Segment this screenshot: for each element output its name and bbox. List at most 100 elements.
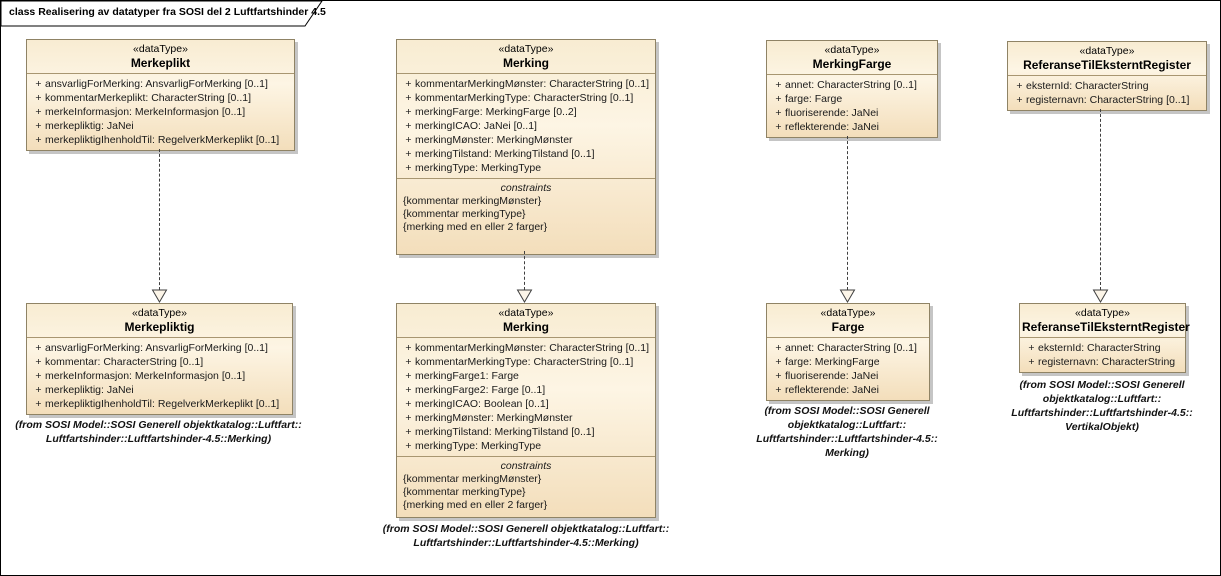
attribute-row: +merkepliktigIhenholdTil: RegelverkMerke…	[27, 397, 292, 411]
caption-line: (from SOSI Model::SOSI Generell objektka…	[382, 523, 670, 535]
attribute-row: +reflekterende: JaNei	[767, 120, 937, 134]
constraint-text: {merking med en eller 2 farger}	[403, 221, 548, 233]
class-header: «dataType» ReferanseTilEksterntRegister	[1020, 304, 1190, 337]
class-header: «dataType» Merking	[397, 304, 655, 337]
class-header: «dataType» Farge	[767, 304, 929, 337]
caption-line: Luftfartshinder::Luftfartshinder-4.5::Me…	[45, 433, 272, 445]
caption-line: (from SOSI Model::SOSI Generell objektka…	[15, 419, 302, 431]
attribute-text: fluoriserende: JaNei	[785, 107, 879, 119]
visibility-plus: +	[405, 148, 412, 160]
class-box-farge[interactable]: «dataType» Farge +annet: CharacterString…	[766, 303, 930, 401]
stereotype-label: «dataType»	[1079, 45, 1135, 57]
attribute-text: kommentarMerkingMønster: CharacterString…	[415, 78, 649, 90]
class-box-merking-sosi[interactable]: «dataType» Merking +kommentarMerkingMøns…	[396, 39, 656, 255]
visibility-plus: +	[405, 412, 412, 424]
visibility-plus: +	[1016, 80, 1023, 92]
attribute-row: +merkingFarge: MerkingFarge [0..2]	[397, 105, 655, 119]
class-box-merkepliktig[interactable]: «dataType» Merkepliktig + ansvarligForMer…	[26, 303, 293, 415]
attribute-text: ansvarligForMerking: AnsvarligForMerking…	[45, 78, 268, 90]
visibility-plus: +	[1028, 342, 1035, 354]
visibility-plus: +	[405, 398, 412, 410]
attribute-text: merkepliktig: JaNei	[45, 120, 134, 132]
constraint-text: {kommentar merkingType}	[403, 208, 526, 220]
visibility-plus: +	[405, 426, 412, 438]
attributes-compartment: +kommentarMerkingMønster: CharacterStrin…	[397, 73, 655, 178]
visibility-plus: +	[405, 370, 412, 382]
class-box-referanse-bottom[interactable]: «dataType» ReferanseTilEksterntRegister …	[1019, 303, 1190, 373]
attribute-row: +kommentarMerkingType: CharacterString […	[397, 355, 655, 369]
caption-line: Luftfartshinder::Luftfartshinder-4.5::	[756, 433, 938, 445]
constraints-compartment: constraints {kommentar merkingMønster} {…	[397, 178, 655, 254]
visibility-plus: +	[405, 78, 412, 90]
attribute-row: +merkepliktigIhenholdTil: RegelverkMerke…	[27, 133, 294, 147]
attribute-row: +registernavn: CharacterString	[1020, 355, 1185, 369]
realization-arrow-referanse[interactable]	[1092, 109, 1109, 303]
class-box-merkeplikt[interactable]: «dataType» Merkeplikt +ansvarligForMerki…	[26, 39, 295, 151]
class-name: ReferanseTilEksterntRegister	[1022, 320, 1190, 334]
class-name: Farge	[831, 320, 865, 334]
attribute-text: merkingMønster: MerkingMønster	[415, 412, 573, 424]
class-box-referanse-top[interactable]: «dataType» ReferanseTilEksterntRegister …	[1007, 41, 1207, 111]
attribute-row: +merkingFarge2: Farge [0..1]	[397, 383, 655, 397]
caption-line: objektkatalog::Luftfart::	[1042, 393, 1162, 405]
attribute-text: kommentarMerkingType: CharacterString [0…	[415, 92, 634, 104]
constraints-label: constraints	[500, 182, 552, 194]
attribute-text: merkingFarge: MerkingFarge [0..2]	[415, 106, 577, 118]
realization-arrow-merkingfarge[interactable]	[839, 136, 856, 303]
realization-arrow-merkeplikt[interactable]	[151, 149, 168, 303]
attribute-row: +kommentar: CharacterString [0..1]	[27, 355, 292, 369]
visibility-plus: +	[35, 384, 42, 396]
class-box-merking-real[interactable]: «dataType» Merking +kommentarMerkingMøns…	[396, 303, 656, 518]
attribute-text: merkingICAO: JaNei [0..1]	[415, 120, 537, 132]
caption-line: VertikalObjekt)	[1065, 421, 1139, 433]
attribute-text: reflekterende: JaNei	[785, 121, 879, 133]
open-triangle-arrowhead-icon	[151, 289, 168, 303]
attribute-text: annet: CharacterString [0..1]	[785, 342, 917, 354]
visibility-plus: +	[405, 384, 412, 396]
attribute-row: +merkingICAO: Boolean [0..1]	[397, 397, 655, 411]
attribute-text: kommentar: CharacterString [0..1]	[45, 356, 204, 368]
visibility-plus: +	[35, 398, 42, 410]
visibility-plus: +	[405, 106, 412, 118]
class-header: «dataType» Merkepliktig	[27, 304, 292, 337]
visibility-plus: +	[775, 93, 782, 105]
caption-line: (from SOSI Model::SOSI Generell	[764, 405, 930, 417]
stereotype-label: «dataType»	[1075, 307, 1130, 319]
class-name: Merking	[502, 56, 549, 70]
stereotype-label: «dataType»	[132, 307, 187, 319]
visibility-plus: +	[405, 120, 412, 132]
dashed-line	[847, 136, 848, 290]
attribute-row: +kommentarMerkeplikt: CharacterString [0…	[27, 91, 294, 105]
attribute-row: +kommentarMerkingMønster: CharacterStrin…	[397, 77, 655, 91]
visibility-plus: +	[405, 440, 412, 452]
attribute-text: registernavn: CharacterString	[1038, 356, 1176, 368]
caption-line: Merking)	[825, 447, 869, 459]
attribute-text: merkingType: MerkingType	[415, 440, 542, 452]
class-name: Merkepliktig	[124, 320, 195, 334]
stereotype-label: «dataType»	[498, 43, 554, 55]
visibility-plus: +	[405, 342, 412, 354]
from-package-caption: (from SOSI Model::SOSI Generell objektka…	[996, 378, 1208, 434]
class-name: Merkeplikt	[130, 56, 191, 70]
attribute-text: farge: Farge	[785, 93, 843, 105]
attribute-row: +annet: CharacterString [0..1]	[767, 78, 937, 92]
visibility-plus: +	[35, 92, 42, 104]
open-triangle-arrowhead-icon	[516, 289, 533, 303]
attribute-text: merkepliktigIhenholdTil: RegelverkMerkep…	[45, 398, 280, 410]
visibility-plus: +	[405, 356, 412, 368]
visibility-plus: +	[35, 106, 42, 118]
constraints-compartment: constraints {kommentar merkingMønster} {…	[397, 456, 655, 517]
diagram-title: class Realisering av datatyper fra SOSI …	[9, 6, 326, 18]
attribute-row: +merkingType: MerkingType	[397, 161, 655, 175]
attribute-text: merkingTilstand: MerkingTilstand [0..1]	[415, 426, 595, 438]
realization-arrow-merking[interactable]	[516, 251, 533, 303]
dashed-line	[1100, 109, 1101, 290]
open-triangle-arrowhead-icon	[1092, 289, 1109, 303]
attribute-text: ansvarligForMerking: AnsvarligForMerking…	[45, 342, 268, 354]
diagram-title-tab	[1, 1, 323, 27]
attribute-text: kommentarMerkingType: CharacterString [0…	[415, 356, 634, 368]
attribute-text: farge: MerkingFarge	[785, 356, 880, 368]
class-box-merkingfarge[interactable]: «dataType» MerkingFarge +annet: Characte…	[766, 40, 938, 138]
constraint-text: {kommentar merkingType}	[403, 486, 526, 498]
